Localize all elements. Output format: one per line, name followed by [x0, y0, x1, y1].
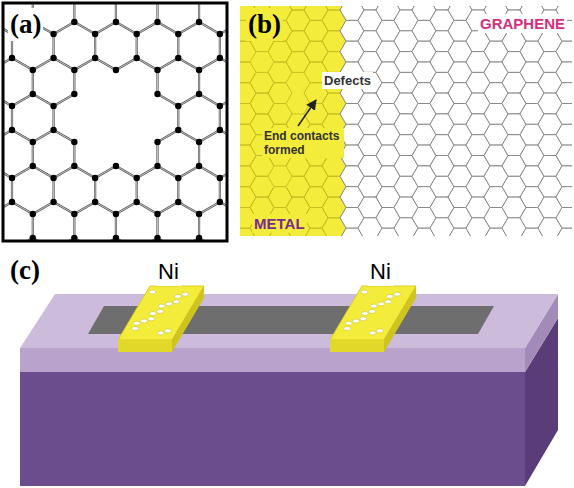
panel-label: (a) — [8, 8, 43, 41]
panel-label: (b) — [246, 8, 283, 41]
material-label: GRAPHENE — [478, 14, 567, 33]
defect-label: Defects — [322, 72, 373, 89]
annotation: End contacts formed — [262, 128, 344, 158]
ni-contact — [330, 286, 416, 352]
panel-frame — [3, 3, 227, 241]
leader-arrow — [298, 100, 316, 126]
ni-contact — [118, 286, 204, 352]
material-label: METAL — [252, 214, 307, 233]
device-3d — [20, 286, 558, 486]
metal-contact — [240, 6, 346, 236]
electrode-label: Ni — [368, 258, 393, 286]
electrode-label: Ni — [156, 258, 181, 286]
graphene-sheet — [240, 6, 572, 236]
graphene-lattice-defect — [4, 4, 226, 240]
panel-label: (c) — [8, 254, 42, 287]
